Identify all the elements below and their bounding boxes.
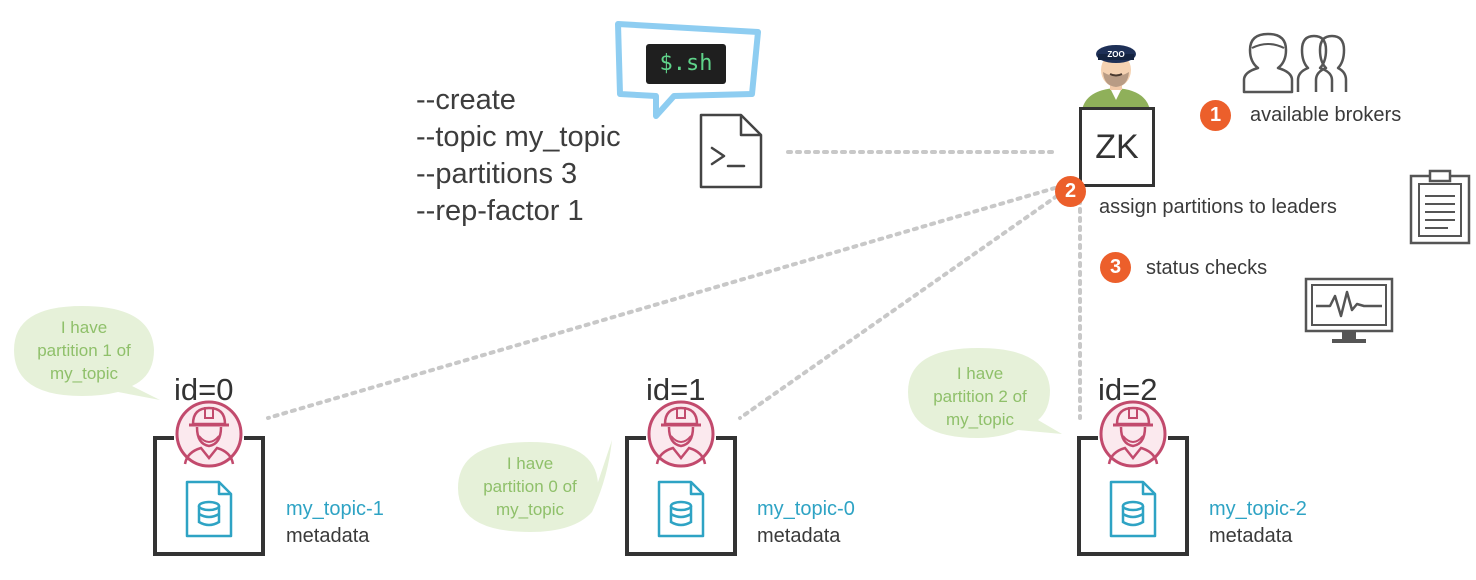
command-line-topic: --topic my_topic: [416, 121, 621, 153]
database-file-icon: [185, 480, 233, 538]
metadata-label-broker-0: metadata: [286, 525, 370, 547]
monitor-heartbeat-icon: [1304, 277, 1394, 343]
bubble-line: my_topic: [945, 410, 1015, 429]
speech-bubble-broker-0: [14, 306, 160, 400]
metadata-label-broker-1: metadata: [757, 525, 841, 547]
step-label-assign-partitions: assign partitions to leaders: [1099, 196, 1337, 218]
shell-script-label: $.sh: [646, 44, 726, 84]
broker-box-2: [1077, 400, 1189, 556]
topic-name-broker-0: my_topic-1: [286, 498, 384, 520]
command-line-create: --create: [416, 84, 516, 116]
bubble-text-broker-2: I have partition 2 of my_topic: [910, 362, 1050, 431]
clipboard-icon: [1409, 169, 1471, 245]
step-badge-1: 1: [1200, 100, 1231, 131]
broker-box-0: [153, 400, 265, 556]
broker-box-1: [625, 400, 737, 556]
step-label-available-brokers: available brokers: [1250, 104, 1402, 126]
bubble-line: my_topic: [49, 364, 119, 383]
speech-bubble-broker-2: [908, 348, 1062, 438]
bubble-text-broker-1: I have partition 0 of my_topic: [460, 452, 600, 521]
database-file-icon: [1109, 480, 1157, 538]
step-label-status-checks: status checks: [1146, 257, 1268, 279]
broker-worker-icon: [647, 400, 715, 468]
command-arguments: --create --topic my_topic --partitions 3…: [416, 82, 621, 230]
command-line-partitions: --partitions 3: [416, 158, 578, 190]
bubble-text-broker-0: I have partition 1 of my_topic: [14, 316, 154, 385]
bubble-line: I have: [956, 364, 1004, 383]
zk-to-broker-0-line: [266, 186, 1057, 420]
broker-worker-icon: [175, 400, 243, 468]
zookeeper-avatar-icon: ZOO: [1082, 45, 1150, 110]
terminal-file-icon: [699, 113, 763, 189]
step-badge-2: 2: [1055, 176, 1086, 207]
topic-name-broker-2: my_topic-2: [1209, 498, 1307, 520]
zookeeper-box: ZK: [1079, 107, 1155, 187]
database-file-icon: [657, 480, 705, 538]
topic-name-broker-1: my_topic-0: [757, 498, 855, 520]
bubble-line: partition 0 of: [483, 477, 577, 496]
bubble-line: partition 1 of: [37, 341, 131, 360]
metadata-label-broker-2: metadata: [1209, 525, 1293, 547]
bubble-line: I have: [60, 318, 108, 337]
zk-to-broker-1-line: [738, 194, 1059, 420]
people-group-icon: [1242, 32, 1348, 94]
bubble-line: partition 2 of: [933, 387, 1027, 406]
bubble-line: I have: [506, 454, 554, 473]
zookeeper-cap-text: ZOO: [1107, 50, 1124, 59]
bubble-line: my_topic: [495, 500, 565, 519]
step-badge-3: 3: [1100, 252, 1131, 283]
command-line-rep-factor: --rep-factor 1: [416, 195, 584, 227]
broker-worker-icon: [1099, 400, 1167, 468]
speech-bubble-broker-1: [458, 440, 612, 532]
